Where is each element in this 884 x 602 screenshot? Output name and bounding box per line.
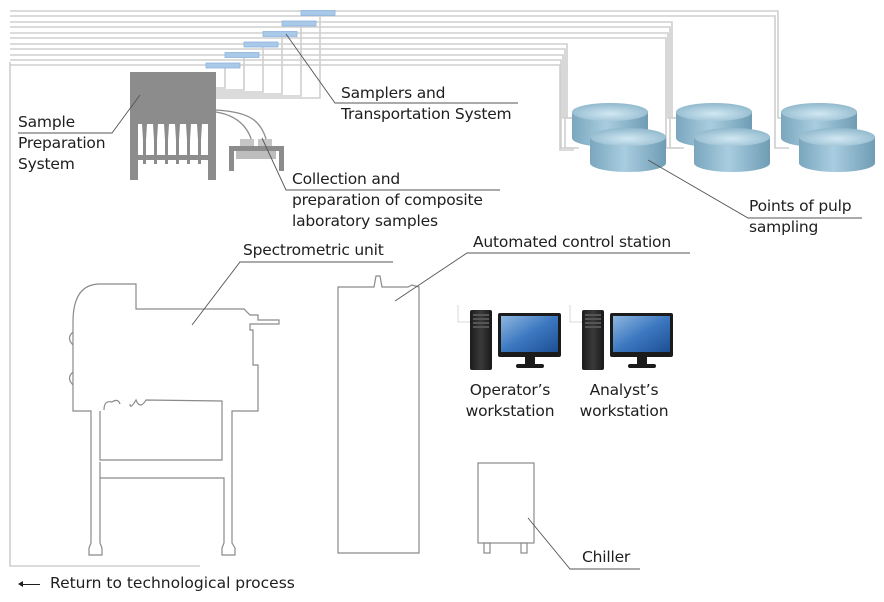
pulp-tank (590, 128, 666, 172)
pipe-drop (216, 46, 264, 93)
tank-body (590, 137, 666, 172)
drive-bay (585, 322, 601, 324)
analyst-workstation (569, 305, 673, 370)
tank-top (694, 128, 770, 146)
label-sample-preparation: Sample Preparation System (18, 113, 106, 173)
pipe-run (10, 59, 575, 149)
sampler (243, 41, 279, 48)
label-control-station: Automated control station (473, 233, 671, 251)
samplers-group (205, 10, 336, 69)
pipe-run (10, 32, 682, 119)
footer-return: Return to technological process (18, 573, 295, 594)
chiller-unit (477, 462, 535, 554)
pipe-drop (216, 68, 226, 89)
leader-collection (261, 137, 500, 191)
pulp-tanks-group (572, 103, 875, 172)
drive-bay (473, 318, 489, 320)
monitor-neck (637, 357, 647, 364)
drive-bay (473, 322, 489, 324)
leader-sample-prep (18, 94, 141, 134)
leader-lines (18, 33, 862, 570)
tank-top (676, 103, 752, 121)
drive-bay (473, 326, 489, 328)
sampler (281, 20, 317, 27)
pulp-tank (799, 128, 875, 172)
sampler (224, 52, 260, 58)
drive-bay (585, 314, 601, 316)
collection-table (215, 109, 284, 171)
drive-bay (585, 326, 601, 328)
tank-body (799, 137, 875, 172)
prep-tube (153, 124, 158, 164)
prep-tube (142, 124, 147, 164)
label-analyst-workstation: Analyst’s workstation (579, 381, 669, 420)
label-collection: Collection and preparation of composite … (292, 170, 483, 230)
monitor-base (628, 364, 656, 368)
cable (457, 305, 470, 323)
tank-top (781, 103, 857, 121)
label-operator-workstation: Operator’s workstation (465, 381, 555, 420)
return-pipe (9, 62, 200, 567)
tank-top (799, 128, 875, 146)
monitor-neck (525, 357, 535, 364)
pipe-run (10, 37, 680, 149)
leader-chiller (527, 517, 640, 570)
monitor-screen (613, 316, 670, 352)
prep-tube (164, 124, 169, 164)
leader-control-station (394, 252, 690, 302)
transport-pipes (10, 10, 792, 151)
pipe-run (10, 64, 574, 151)
label-samplers: Samplers and Transportation System (341, 84, 512, 123)
label-spectrometric-unit: Spectrometric unit (243, 241, 384, 259)
label-pulp-sampling: Points of pulp sampling (749, 197, 852, 236)
monitor-screen (501, 316, 558, 352)
pipe-drop (216, 24, 302, 97)
pipe-drop (216, 35, 283, 95)
tank-body (694, 137, 770, 172)
computer-tower-icon (470, 310, 492, 370)
tank-top (590, 128, 666, 146)
prep-tube (197, 124, 202, 164)
sampler (262, 31, 298, 37)
label-chiller: Chiller (582, 548, 631, 566)
tank-top (572, 103, 648, 121)
sampler (300, 10, 336, 16)
prep-tube (186, 124, 191, 164)
drive-bay (473, 314, 489, 316)
operator-workstation (457, 305, 561, 370)
leader-samplers (285, 33, 518, 104)
pipe-drop (216, 57, 245, 91)
leader-spectrometric (191, 261, 393, 326)
pipe-run (10, 15, 789, 149)
leader-pulp (647, 159, 862, 219)
control-station-cabinet (337, 275, 420, 554)
workstations-group (457, 305, 673, 370)
spectrometric-unit (68, 283, 280, 556)
arrow-left-icon (18, 579, 44, 589)
sample-preparation-unit (130, 72, 216, 180)
prep-tube (175, 124, 180, 164)
sampler (205, 62, 241, 69)
pulp-tank (694, 128, 770, 172)
cable (569, 305, 582, 323)
pipe-run (10, 54, 577, 119)
drive-bay (585, 318, 601, 320)
monitor-base (516, 364, 544, 368)
pipe-drop (216, 13, 321, 99)
computer-tower-icon (582, 310, 604, 370)
footer-text: Return to technological process (50, 574, 295, 592)
